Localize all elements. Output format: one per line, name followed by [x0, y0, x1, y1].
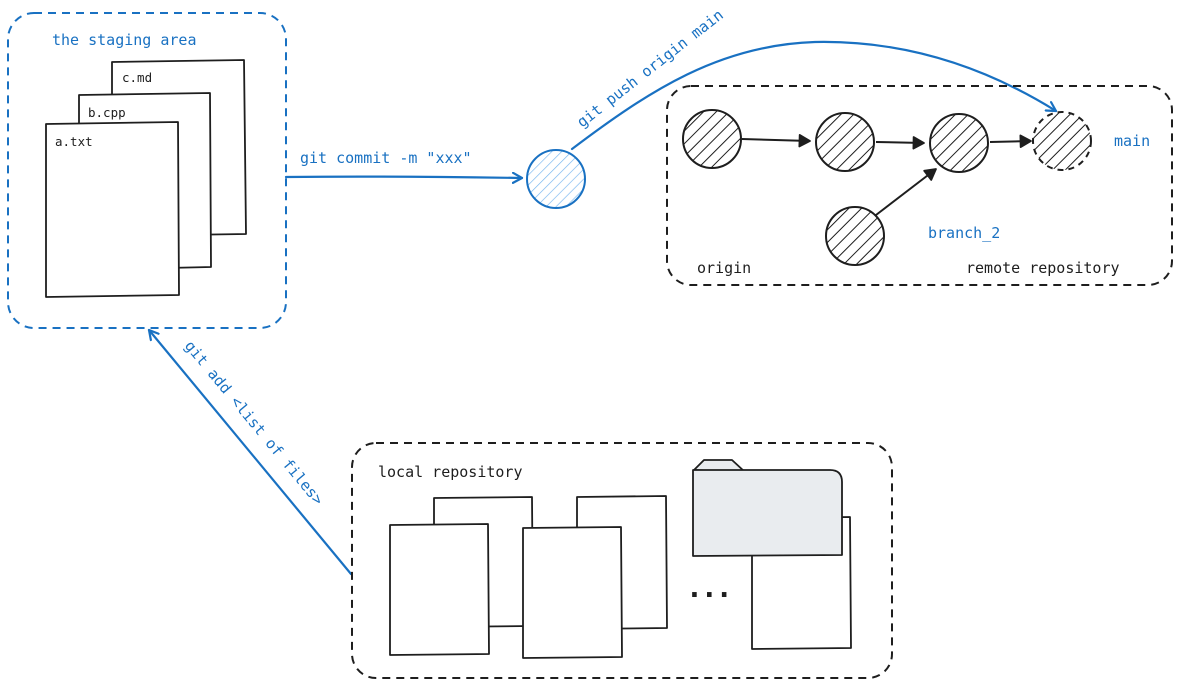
remote-commit-node[interactable] — [682, 109, 742, 169]
local-file-icon[interactable] — [522, 526, 623, 659]
branch-2-commit-node[interactable] — [825, 206, 885, 266]
remote-commit-node[interactable] — [929, 113, 989, 173]
file-name-b: b.cpp — [88, 105, 126, 120]
file-name-a: a.txt — [55, 134, 93, 149]
push-arrow-line — [570, 40, 1058, 151]
new-commit-node[interactable] — [526, 149, 586, 209]
commit-arrow: git commit -m "xxx" — [284, 149, 524, 178]
commit-circle — [526, 149, 586, 209]
commit-edge — [875, 136, 925, 150]
local-repository-title: local repository — [378, 463, 523, 481]
remote-repository: origin remote repository main branch_2 — [666, 85, 1173, 286]
remote-repository-title: remote repository — [966, 259, 1120, 277]
commit-edge — [741, 133, 811, 148]
local-repository-border — [351, 442, 893, 679]
file-name-c: c.md — [122, 70, 152, 85]
remote-repository-border — [666, 85, 1173, 286]
add-arrow: git add <list of files> — [147, 328, 353, 576]
commit-arrow-line — [284, 177, 524, 178]
more-files-ellipsis: ... — [686, 571, 731, 604]
main-branch-label: main — [1114, 132, 1150, 150]
local-file-icon[interactable] — [389, 523, 490, 656]
commit-edge — [989, 134, 1032, 148]
staging-area-title: the staging area — [52, 31, 197, 49]
remote-commit-node[interactable] — [815, 112, 875, 172]
origin-label: origin — [697, 259, 751, 277]
file-sheet — [45, 121, 180, 298]
staging-area: the staging area c.md b.cpp a.txt — [7, 12, 287, 329]
folder-icon[interactable] — [692, 459, 843, 557]
add-command-label: git add <list of files> — [181, 337, 327, 509]
commit-command-label: git commit -m "xxx" — [300, 149, 472, 167]
merge-edge — [875, 168, 937, 216]
add-arrow-line — [147, 328, 353, 576]
local-repository: local repository ... — [351, 442, 893, 679]
folder-body — [692, 469, 843, 557]
staged-file-a[interactable]: a.txt — [45, 121, 180, 298]
staging-area-border — [7, 12, 287, 329]
branch-2-label: branch_2 — [928, 224, 1000, 242]
main-head-commit-node[interactable] — [1032, 111, 1092, 171]
